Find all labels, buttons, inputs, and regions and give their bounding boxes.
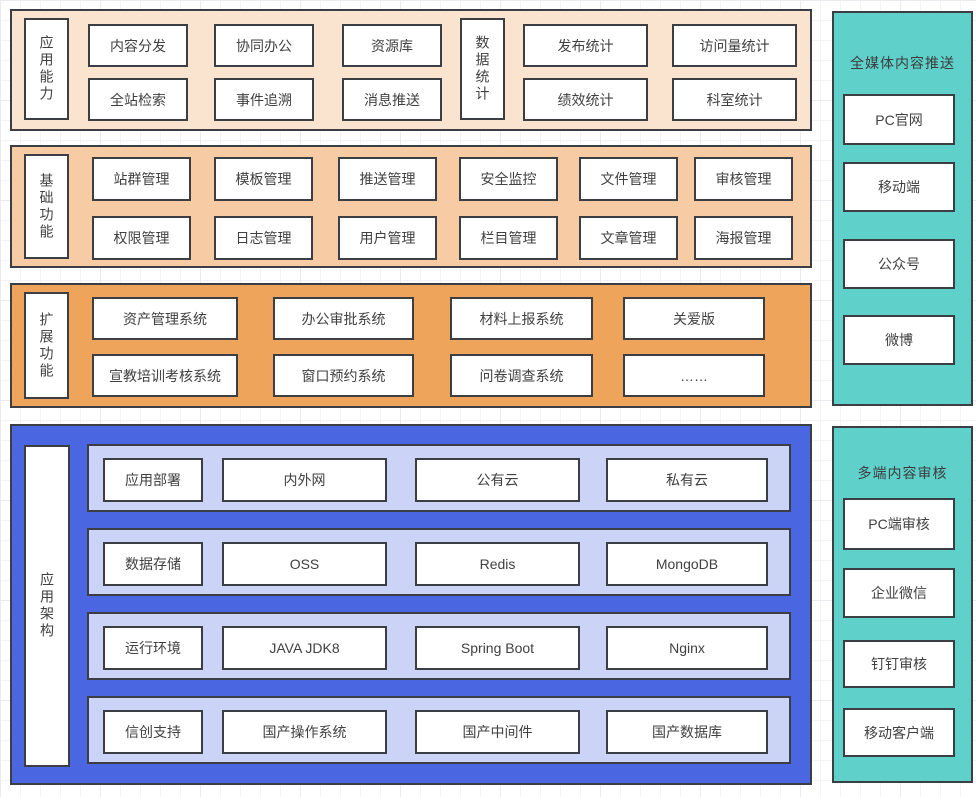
node-pc-review: PC端审核 <box>843 498 955 550</box>
node-push-mgmt: 推送管理 <box>338 157 437 201</box>
node-domestic-middleware: 国产中间件 <box>415 710 580 754</box>
node-public-cloud: 公有云 <box>415 458 580 502</box>
node-mobile-client: 移动客户端 <box>843 708 955 757</box>
panel-title-push: 全媒体内容推送 <box>850 55 955 71</box>
node-spring-boot: Spring Boot <box>415 626 580 670</box>
node-training-assessment-system: 宣教培训考核系统 <box>92 354 238 397</box>
node-care-edition: 关爱版 <box>623 297 765 340</box>
basic-label: 基础功能 <box>24 154 69 259</box>
data-stats-label: 数据统计 <box>460 18 505 120</box>
node-wechat-official: 公众号 <box>843 239 955 289</box>
node-site-group-mgmt: 站群管理 <box>92 157 191 201</box>
architecture-label: 应用架构 <box>24 445 70 767</box>
node-article-mgmt: 文章管理 <box>579 216 678 260</box>
node-material-report-system: 材料上报系统 <box>450 297 593 340</box>
node-java-jdk8: JAVA JDK8 <box>222 626 387 670</box>
node-mongodb: MongoDB <box>606 542 768 586</box>
node-department-stats: 科室统计 <box>672 78 797 121</box>
node-office-approval-system: 办公审批系统 <box>273 297 414 340</box>
node-collaborative-office: 协同办公 <box>214 24 314 67</box>
node-site-search: 全站检索 <box>88 78 188 121</box>
node-user-mgmt: 用户管理 <box>338 216 437 260</box>
node-pc-website: PC官网 <box>843 94 955 145</box>
node-dingtalk-review: 钉钉审核 <box>843 640 955 688</box>
panel-title-review: 多端内容审核 <box>857 465 948 481</box>
node-wecom: 企业微信 <box>843 568 955 618</box>
node-domestic-database: 国产数据库 <box>606 710 768 754</box>
node-redis: Redis <box>415 542 580 586</box>
node-template-mgmt: 模板管理 <box>214 157 313 201</box>
node-file-mgmt: 文件管理 <box>579 157 678 201</box>
node-intranet-extranet: 内外网 <box>222 458 387 502</box>
panel-omnimedia-push: 全媒体内容推送 PC官网 移动端 公众号 微博 <box>832 11 973 406</box>
section-extended: 扩展功能 资产管理系统 办公审批系统 材料上报系统 关爱版 宣教培训考核系统 窗… <box>10 283 812 408</box>
section-architecture: 应用架构 应用部署 内外网 公有云 私有云 数据存储 OSS Redis Mon… <box>10 424 812 785</box>
node-mobile: 移动端 <box>843 162 955 212</box>
capability-label: 应用能力 <box>24 18 69 120</box>
node-message-push: 消息推送 <box>342 78 442 121</box>
node-window-booking-system: 窗口预约系统 <box>273 354 414 397</box>
node-data-storage: 数据存储 <box>103 542 203 586</box>
architecture-row-xinchuang: 信创支持 国产操作系统 国产中间件 国产数据库 <box>87 696 791 764</box>
node-nginx: Nginx <box>606 626 768 670</box>
node-resource-library: 资源库 <box>342 24 442 67</box>
node-review-mgmt: 审核管理 <box>694 157 793 201</box>
node-weibo: 微博 <box>843 315 955 365</box>
node-runtime-env: 运行环境 <box>103 626 203 670</box>
node-visit-stats: 访问量统计 <box>672 24 797 67</box>
section-basic: 基础功能 站群管理 模板管理 推送管理 安全监控 文件管理 审核管理 权限管理 … <box>10 145 812 268</box>
node-publish-stats: 发布统计 <box>523 24 648 67</box>
panel-multiend-review: 多端内容审核 PC端审核 企业微信 钉钉审核 移动客户端 <box>832 426 973 783</box>
node-content-distribution: 内容分发 <box>88 24 188 67</box>
node-column-mgmt: 栏目管理 <box>459 216 558 260</box>
node-permission-mgmt: 权限管理 <box>92 216 191 260</box>
node-domestic-os: 国产操作系统 <box>222 710 387 754</box>
node-app-deployment: 应用部署 <box>103 458 203 502</box>
architecture-row-storage: 数据存储 OSS Redis MongoDB <box>87 528 791 596</box>
node-xinchuang-support: 信创支持 <box>103 710 203 754</box>
section-capability: 应用能力 内容分发 协同办公 资源库 全站检索 事件追溯 消息推送 数据统计 发… <box>10 9 812 131</box>
node-event-tracing: 事件追溯 <box>214 78 314 121</box>
node-log-mgmt: 日志管理 <box>214 216 313 260</box>
node-private-cloud: 私有云 <box>606 458 768 502</box>
node-security-monitoring: 安全监控 <box>459 157 558 201</box>
node-performance-stats: 绩效统计 <box>523 78 648 121</box>
extended-label: 扩展功能 <box>24 292 69 399</box>
architecture-row-runtime: 运行环境 JAVA JDK8 Spring Boot Nginx <box>87 612 791 680</box>
architecture-row-deployment: 应用部署 内外网 公有云 私有云 <box>87 444 791 512</box>
node-questionnaire-system: 问卷调查系统 <box>450 354 593 397</box>
node-oss: OSS <box>222 542 387 586</box>
node-asset-mgmt-system: 资产管理系统 <box>92 297 238 340</box>
node-poster-mgmt: 海报管理 <box>694 216 793 260</box>
node-ellipsis: …… <box>623 354 765 397</box>
